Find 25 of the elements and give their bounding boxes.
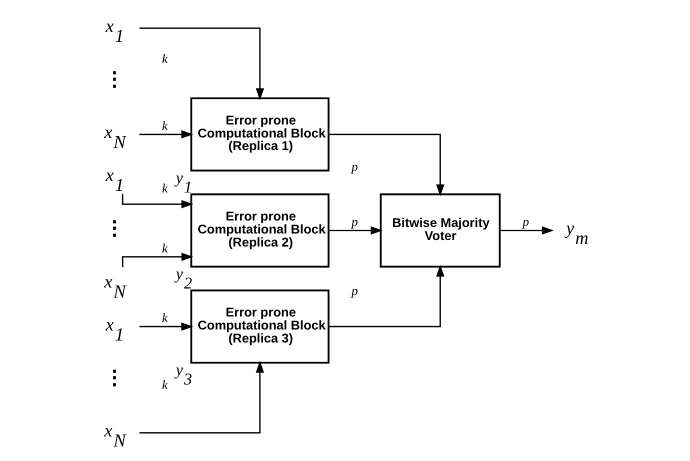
label: ⋮ bbox=[104, 218, 124, 240]
node-box: Error prone Computational Block (Replica 3) bbox=[190, 290, 329, 364]
edge-label: k bbox=[161, 52, 168, 66]
edge-label: p bbox=[350, 284, 358, 298]
node-box: Error prone Computational Block (Replica 1) bbox=[190, 97, 329, 172]
edge-label: k bbox=[161, 181, 168, 196]
label: ⋮ bbox=[104, 366, 124, 389]
arrow bbox=[138, 322, 193, 331]
arrow bbox=[328, 264, 444, 328]
arrow bbox=[138, 130, 193, 139]
arrow bbox=[500, 226, 554, 235]
edge-label: k bbox=[161, 242, 168, 256]
edge-label: k bbox=[161, 311, 168, 326]
edge-label: p bbox=[350, 160, 358, 174]
edge-label: p bbox=[522, 215, 529, 230]
arrow bbox=[328, 134, 444, 196]
arrow bbox=[138, 28, 264, 100]
edge-label: p bbox=[350, 215, 358, 230]
arrow bbox=[328, 226, 382, 235]
node-box: Error prone Computational Block (Replica 2) bbox=[190, 193, 329, 268]
edge-label: k bbox=[161, 378, 168, 392]
arrow bbox=[138, 360, 264, 434]
label: ⋮ bbox=[104, 68, 124, 91]
node-box: Bitwise Majority Voter bbox=[379, 193, 500, 268]
edge-label: k bbox=[161, 118, 168, 133]
